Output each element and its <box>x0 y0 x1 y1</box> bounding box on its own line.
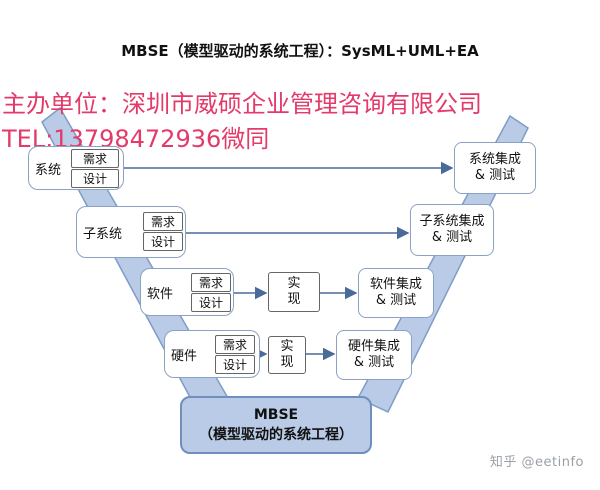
hardware-design: 设计 <box>215 355 255 374</box>
software-req: 需求 <box>191 273 231 292</box>
system-design: 设计 <box>71 169 119 188</box>
subsystem-label: 子系统 <box>83 226 123 242</box>
system-label: 系统 <box>35 162 62 178</box>
software-implement: 实 现 <box>268 272 320 312</box>
hardware-req: 需求 <box>215 335 255 354</box>
banner-organizer: 主办单位：深圳市威硕企业管理咨询有限公司 <box>2 90 482 118</box>
software-label: 软件 <box>147 286 174 302</box>
page-title: MBSE（模型驱动的系统工程）：SysML+UML+EA <box>121 42 479 60</box>
software-design: 设计 <box>191 293 231 312</box>
system-group: 系统 需求 设计 <box>28 146 124 190</box>
hardware-label: 硬件 <box>171 348 198 364</box>
subsystem-group: 子系统 需求 设计 <box>76 206 186 258</box>
subsystem-req: 需求 <box>143 212 183 231</box>
watermark: 知乎 @eetinfo <box>489 455 584 470</box>
system-integration: 系统集成 & 测试 <box>454 142 536 194</box>
subsystem-integration: 子系统集成 & 测试 <box>410 204 494 256</box>
system-req: 需求 <box>71 149 119 168</box>
mbse-base-title: MBSE <box>253 406 299 423</box>
hardware-integration: 硬件集成 & 测试 <box>336 330 412 380</box>
software-integration: 软件集成 & 测试 <box>358 268 434 318</box>
mbse-base-subtitle: （模型驱动的系统工程） <box>199 427 353 443</box>
software-group: 软件 需求 设计 <box>140 268 234 316</box>
hardware-group: 硬件 需求 设计 <box>164 330 260 378</box>
hardware-implement: 实 现 <box>268 336 306 374</box>
mbse-base: MBSE （模型驱动的系统工程） <box>180 396 372 454</box>
subsystem-design: 设计 <box>143 232 183 251</box>
